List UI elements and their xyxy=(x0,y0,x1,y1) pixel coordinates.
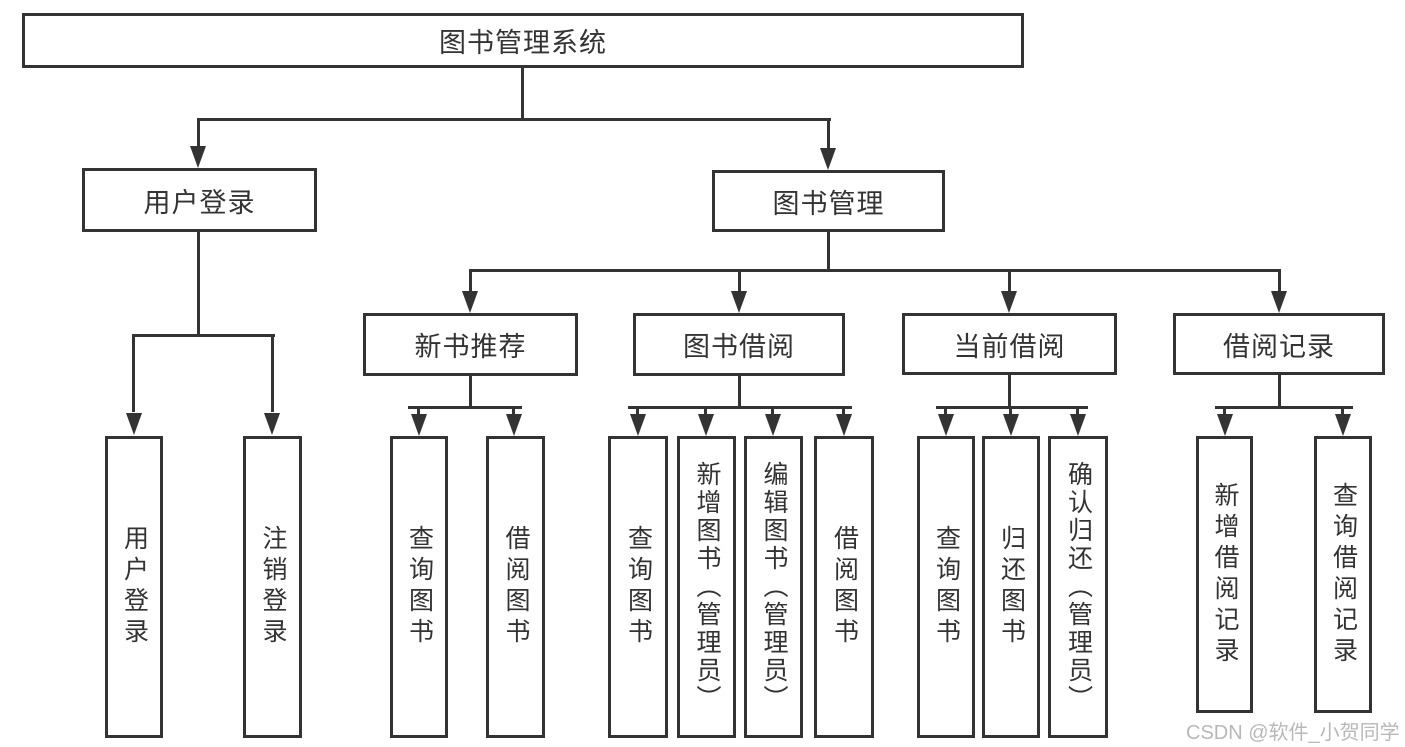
connector-user-login-hline xyxy=(132,334,275,337)
arrow-down-icon xyxy=(1003,414,1019,436)
leaf-query-borrow-record: 查询借阅记录 xyxy=(1314,436,1372,713)
leaf-edit-book-admin-label: 编辑图书（管理员） xyxy=(760,461,788,713)
leaf-borrow-book-2-label: 借阅图书 xyxy=(830,525,859,649)
leaf-edit-book-admin: 编辑图书（管理员） xyxy=(744,436,803,738)
arrow-down-icon xyxy=(411,414,427,436)
connector-stub-book-borrow xyxy=(738,269,741,293)
leaf-add-borrow-record-label: 新增借阅记录 xyxy=(1211,481,1239,668)
arrow-down-icon xyxy=(630,414,646,436)
leaf-query-book-1-label: 查询图书 xyxy=(405,525,434,649)
connector-book-borrow-hline xyxy=(628,406,852,409)
leaf-user-login-label: 用户登录 xyxy=(120,525,149,649)
arrow-down-icon xyxy=(1217,414,1233,436)
connector-stub xyxy=(842,406,845,416)
leaf-return-book: 归还图书 xyxy=(982,436,1040,738)
connector-user-login-drop xyxy=(197,230,200,336)
arrow-down-icon xyxy=(765,414,781,436)
leaf-query-book-1: 查询图书 xyxy=(390,436,448,738)
csdn-watermark: CSDN @软件_小贺同学 xyxy=(1186,722,1400,744)
connector-stub xyxy=(636,406,639,416)
connector-stub xyxy=(1076,406,1079,416)
arrow-down-icon xyxy=(1335,414,1351,436)
leaf-add-borrow-record: 新增借阅记录 xyxy=(1196,436,1253,713)
arrow-down-icon xyxy=(264,413,280,435)
connector-stub xyxy=(1223,406,1226,416)
connector-borrow-records-hline xyxy=(1215,406,1353,409)
connector-stub xyxy=(944,406,947,416)
leaf-user-login: 用户登录 xyxy=(105,436,163,738)
leaf-borrow-book-2: 借阅图书 xyxy=(814,436,874,738)
connector-stub xyxy=(1341,406,1344,416)
node-current-borrow: 当前借阅 xyxy=(902,313,1117,375)
arrow-down-icon xyxy=(190,146,206,168)
arrow-down-icon xyxy=(836,414,852,436)
connector-book-borrow-drop xyxy=(738,374,741,408)
leaf-return-book-label: 归还图书 xyxy=(997,525,1026,649)
arrow-down-icon xyxy=(1271,291,1287,313)
leaf-logout: 注销登录 xyxy=(243,436,302,738)
leaf-borrow-book-1: 借阅图书 xyxy=(486,436,545,738)
connector-current-borrow-hline xyxy=(936,406,1088,409)
connector-stub xyxy=(1009,406,1012,416)
leaf-confirm-return-admin: 确认归还（管理员） xyxy=(1048,436,1108,738)
leaf-add-book-admin-label: 新增图书（管理员） xyxy=(693,461,721,713)
connector-stub xyxy=(704,406,707,416)
leaf-add-book-admin: 新增图书（管理员） xyxy=(677,436,736,738)
connector-new-book-drop xyxy=(469,374,472,408)
connector-stub-book-management xyxy=(827,120,830,148)
leaf-query-book-3: 查询图书 xyxy=(917,436,975,738)
leaf-query-book-2-label: 查询图书 xyxy=(624,525,653,649)
connector-current-borrow-drop xyxy=(1008,374,1011,408)
arrow-down-icon xyxy=(126,413,142,435)
arrow-down-icon xyxy=(1001,291,1017,313)
node-user-login: 用户登录 xyxy=(82,168,317,232)
leaf-query-borrow-record-label: 查询借阅记录 xyxy=(1329,481,1358,668)
arrow-down-icon xyxy=(506,414,522,436)
connector-stub-borrow-records xyxy=(1278,269,1281,293)
leaf-confirm-return-admin-label: 确认归还（管理员） xyxy=(1064,461,1093,713)
node-book-management-label: 图书管理 xyxy=(772,188,885,219)
connector-stub-new-book xyxy=(469,269,472,293)
arrow-down-icon xyxy=(698,414,714,436)
connector-level3-hline xyxy=(469,269,1281,272)
connector-stub xyxy=(512,406,515,416)
connector-stub xyxy=(417,406,420,416)
node-borrow-records-label: 借阅记录 xyxy=(1223,331,1335,362)
node-new-book-recommend-label: 新书推荐 xyxy=(414,332,527,362)
connector-level1-hline xyxy=(197,118,831,121)
connector-stub-user-login xyxy=(197,120,200,148)
leaf-borrow-book-1-label: 借阅图书 xyxy=(502,525,530,649)
leaf-logout-label: 注销登录 xyxy=(259,525,287,649)
arrow-down-icon xyxy=(1070,414,1086,436)
node-book-borrow: 图书借阅 xyxy=(633,313,845,376)
node-book-borrow-label: 图书借阅 xyxy=(683,332,795,362)
arrow-down-icon xyxy=(820,148,836,170)
node-borrow-records: 借阅记录 xyxy=(1173,313,1385,375)
arrow-down-icon xyxy=(731,291,747,313)
arrow-down-icon xyxy=(462,291,478,313)
arrow-down-icon xyxy=(938,414,954,436)
node-new-book-recommend: 新书推荐 xyxy=(363,313,578,376)
connector-borrow-records-drop xyxy=(1278,374,1281,408)
connector-stub-leaf-logout xyxy=(271,334,274,412)
connector-stub-current-borrow xyxy=(1008,269,1011,293)
connector-root-drop xyxy=(521,66,524,120)
node-root: 图书管理系统 xyxy=(22,13,1024,68)
node-book-management: 图书管理 xyxy=(712,170,945,232)
connector-stub xyxy=(771,406,774,416)
connector-stub-leaf-user-login xyxy=(132,334,135,412)
leaf-query-book-3-label: 查询图书 xyxy=(932,525,961,649)
connector-book-management-drop xyxy=(827,230,830,272)
node-root-label: 图书管理系统 xyxy=(439,28,607,58)
node-user-login-label: 用户登录 xyxy=(143,187,256,218)
connector-new-book-hline xyxy=(408,406,522,409)
leaf-query-book-2: 查询图书 xyxy=(608,436,668,738)
node-current-borrow-label: 当前借阅 xyxy=(953,331,1066,362)
